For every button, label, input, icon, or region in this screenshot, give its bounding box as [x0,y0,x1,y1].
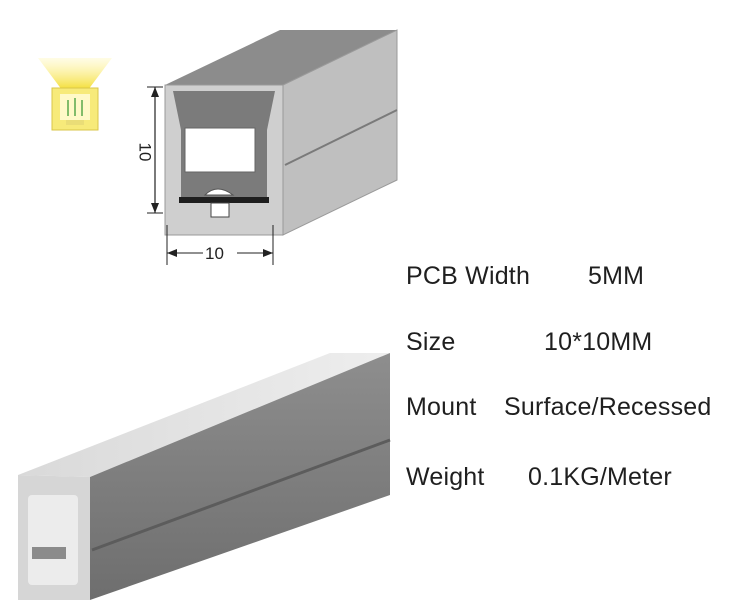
light-emission-icon [38,58,112,131]
spec-label: PCB Width [406,262,531,290]
spec-label: Size [406,328,456,356]
spec-value: Surface/Recessed [504,393,712,421]
spec-label: Weight [406,463,485,491]
width-dimension-label: 10 [205,244,224,263]
profile-top-face [165,30,397,85]
spec-value: 5MM [588,262,645,290]
spec-value: 10*10MM [544,328,653,356]
spec-mount: Mount Surface/Recessed [406,393,711,422]
spec-weight: Weight 0.1KG/Meter [406,463,672,492]
height-dimension-label: 10 [135,142,155,162]
profile-drawing [147,29,398,265]
spec-size: Size 10*10MM [406,328,652,357]
profile-product-render [18,353,391,600]
spec-value: 0.1KG/Meter [528,463,672,491]
spec-pcb-width: PCB Width 5MM [406,262,644,291]
spec-label: Mount [406,393,477,421]
